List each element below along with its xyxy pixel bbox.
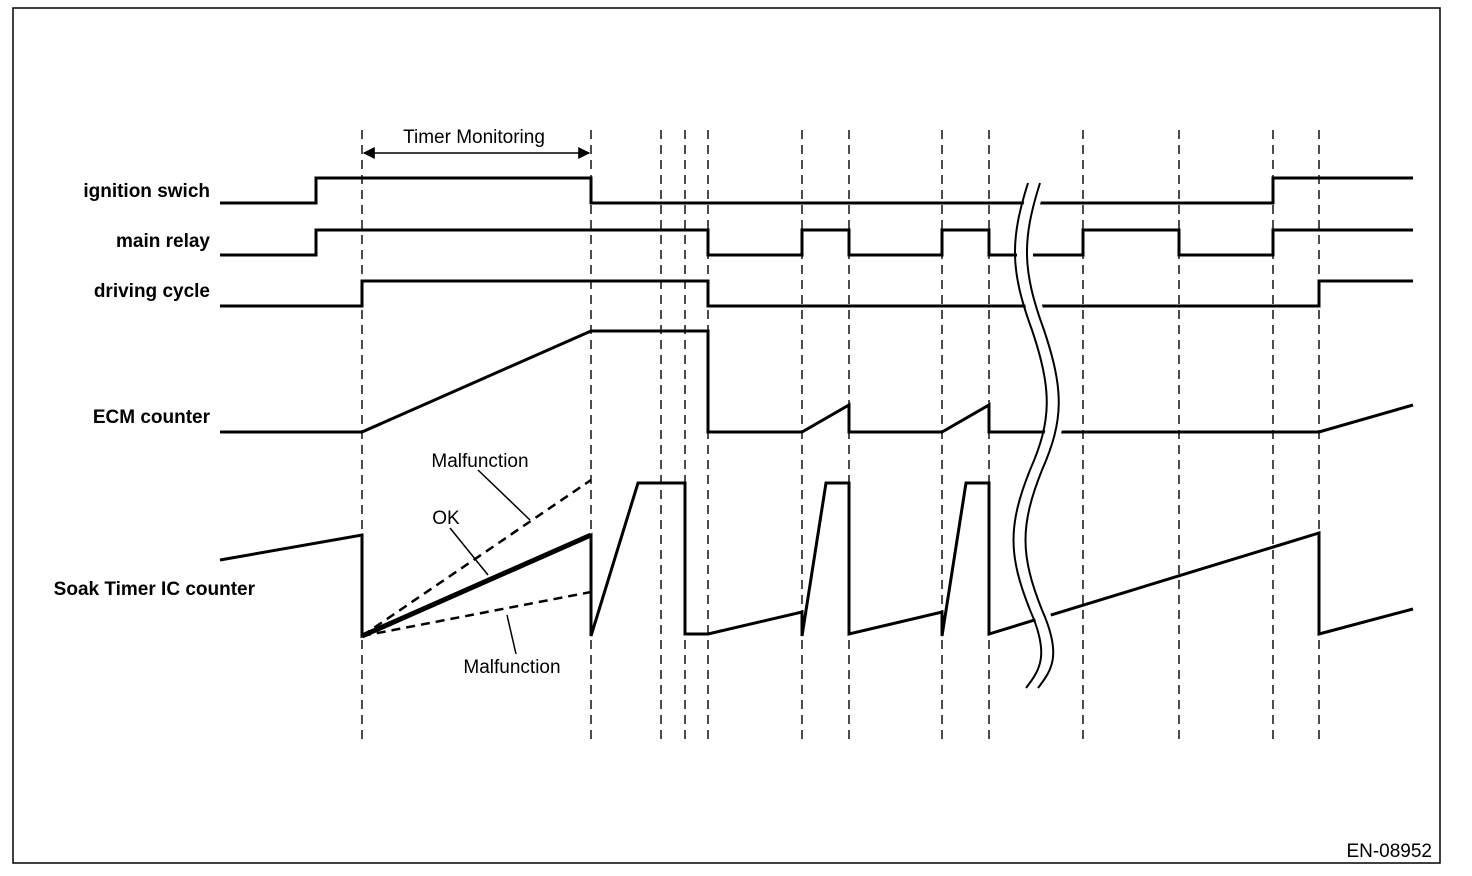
malfunction-upper-label: Malfunction <box>431 451 528 472</box>
driving-cycle-waveform <box>220 279 1413 308</box>
figure-border <box>12 7 1441 864</box>
figure-id: EN-08952 <box>1346 841 1432 862</box>
ok-label: OK <box>432 508 460 529</box>
malfunction-lower-label: Malfunction <box>463 657 560 678</box>
ignition-switch-label: ignition swich <box>83 181 210 202</box>
malfunction-lower-line <box>361 590 592 638</box>
ok-line <box>360 532 593 639</box>
ecm-counter-waveform <box>220 329 1414 434</box>
time-break-symbol <box>1012 180 1065 693</box>
soak-timer-label: Soak Timer IC counter <box>54 579 256 600</box>
ignition-switch-waveform <box>220 176 1413 205</box>
soak-timer-waveform <box>219 481 1414 639</box>
driving-cycle-label: driving cycle <box>94 281 210 302</box>
malfunction-upper-leader <box>477 469 531 521</box>
ok-leader <box>449 527 489 576</box>
malfunction-upper-line <box>361 478 592 638</box>
time-markers <box>361 130 1320 740</box>
main-relay-label: main relay <box>116 231 210 252</box>
main-relay-waveform <box>220 228 1413 257</box>
malfunction-lower-leader <box>506 614 517 655</box>
ecm-counter-label: ECM counter <box>93 407 211 428</box>
timer-monitoring-label: Timer Monitoring <box>403 127 545 148</box>
